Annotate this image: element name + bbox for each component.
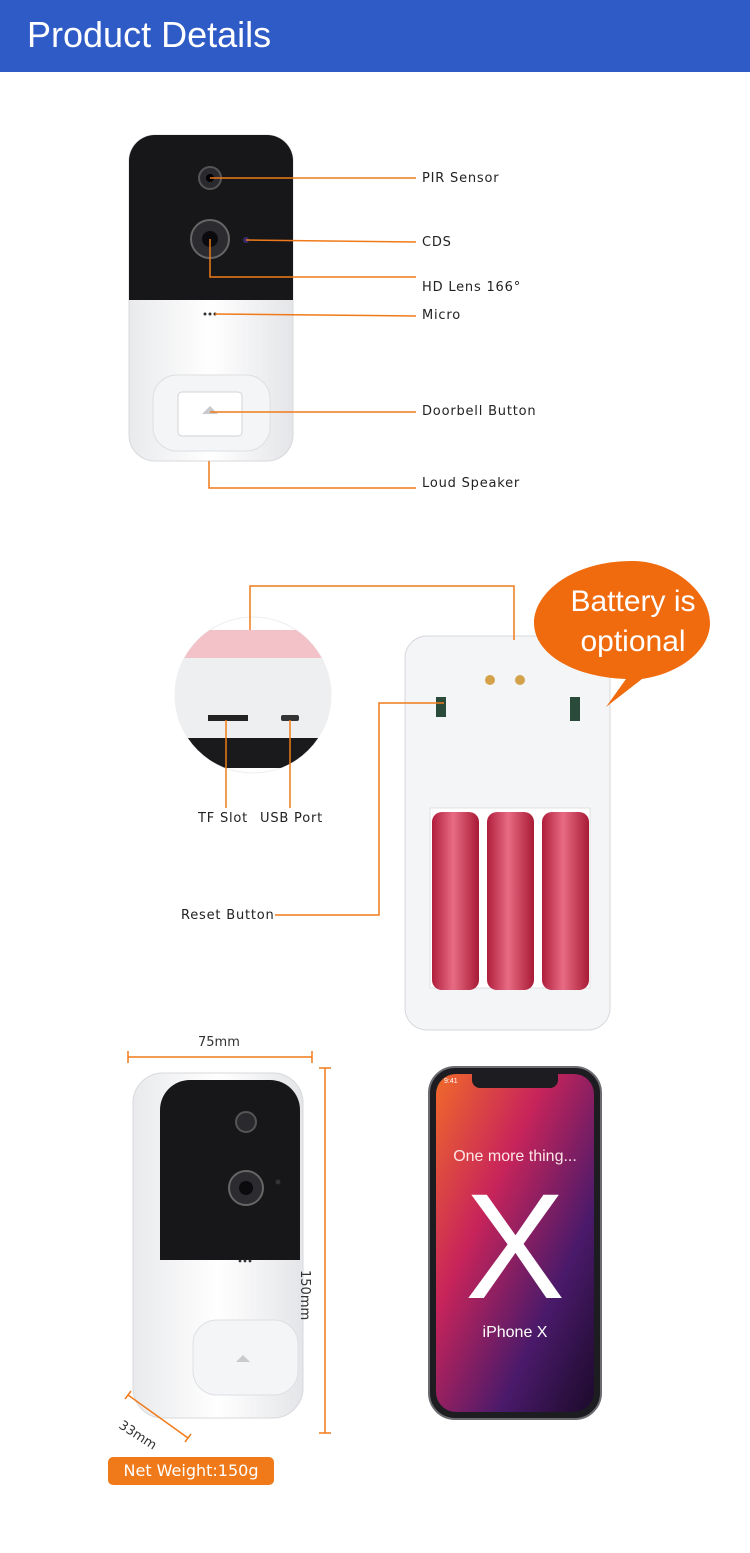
net-weight-badge: Net Weight:150g [108, 1457, 274, 1485]
height-dimension: 150mm [297, 1270, 312, 1321]
page-title: Product Details [27, 14, 272, 55]
label-micro: Micro [422, 308, 461, 323]
label-usb-port: USB Port [260, 811, 323, 826]
label-reset-button: Reset Button [181, 908, 275, 923]
bubble-line-2: optional [580, 625, 686, 658]
label-pir-sensor: PIR Sensor [422, 171, 500, 186]
label-doorbell-button: Doorbell Button [422, 404, 537, 419]
battery-optional-bubble: Battery is optional [538, 582, 728, 662]
label-cds: CDS [422, 235, 452, 250]
phone-big-x: X [464, 1162, 566, 1330]
label-hd-lens: HD Lens 166° [422, 280, 521, 295]
label-tf-slot: TF Slot [198, 811, 249, 826]
header-bar: Product Details [0, 0, 750, 72]
phone-tagline: One more thing... [453, 1148, 577, 1165]
label-loud-speaker: Loud Speaker [422, 476, 521, 491]
phone-status-time: 9:41 [444, 1078, 458, 1085]
bubble-line-1: Battery is [570, 585, 696, 618]
phone-model-name: iPhone X [482, 1324, 548, 1341]
width-dimension: 75mm [198, 1035, 240, 1050]
